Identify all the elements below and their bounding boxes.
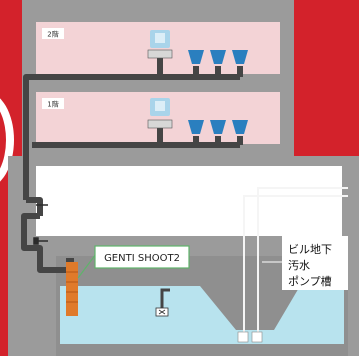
- callout-leader: [77, 253, 97, 279]
- sink-icon: [147, 119, 173, 129]
- drain-pipe-offset: [26, 197, 43, 216]
- pump-icon: [251, 331, 263, 343]
- pump-label-line-1: ビル地下: [288, 243, 332, 256]
- basement-space: [36, 166, 342, 236]
- drain-pipes: [21, 56, 243, 273]
- urinal-icon: [232, 50, 248, 64]
- sink-icon: [147, 49, 173, 59]
- drain-pipe-lower: [21, 213, 70, 273]
- pipe-valves: [33, 204, 48, 245]
- drain-pipe-2f: [23, 74, 240, 200]
- urinal-icon: [232, 120, 248, 134]
- pump-discharge-pipes: [243, 187, 348, 336]
- fixtures-2f: [147, 30, 248, 64]
- pump-label-box: [282, 236, 348, 290]
- urinal-icon: [210, 120, 226, 134]
- urinal-icon: [188, 120, 204, 134]
- floor-2f-label: 2階: [47, 30, 58, 39]
- genti-shoot-device: [66, 262, 78, 316]
- tank-water: [60, 286, 344, 344]
- urinal-icon: [210, 50, 226, 64]
- decorative-arc-inner: [0, 111, 6, 169]
- device-callout: [94, 245, 190, 269]
- pump-icon: [237, 331, 249, 343]
- float-switch-pipe: [160, 288, 170, 308]
- tank-floor: [56, 344, 348, 356]
- floor-1f-tag: [42, 98, 64, 109]
- pump-label-line-3: ポンプ槽: [288, 275, 332, 288]
- floor-2f-tag: [42, 28, 64, 39]
- floor-1f-label: 1階: [47, 100, 58, 109]
- pump-label-line-2: 汚水: [288, 259, 310, 272]
- device-label: GENTI SHOOT2: [104, 253, 180, 264]
- urinal-icon: [188, 50, 204, 64]
- fixtures-1f: [147, 98, 248, 134]
